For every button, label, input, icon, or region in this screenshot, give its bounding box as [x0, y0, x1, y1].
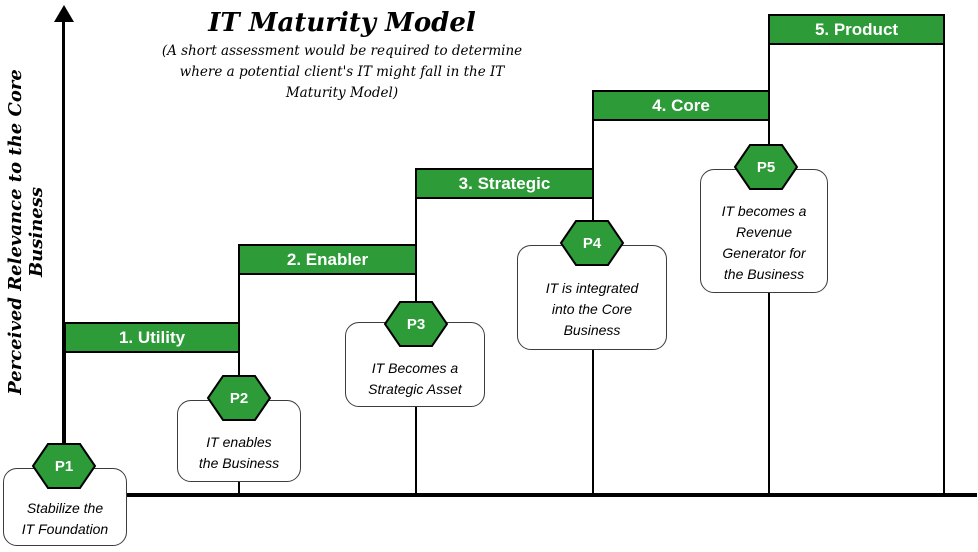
step-bar-strategic: 3. Strategic [417, 170, 592, 199]
badge-p3-label: P3 [406, 315, 426, 333]
step-bar-core: 4. Core [594, 92, 768, 121]
y-axis-label: Perceived Relevance to the Core Business [5, 69, 47, 395]
badge-p2-label: P2 [229, 389, 249, 407]
y-axis-arrowhead-icon [54, 5, 74, 22]
hexagon-icon [206, 375, 272, 421]
badge-p5: P5 [733, 143, 799, 191]
x-axis-baseline [62, 493, 977, 497]
hexagon-icon [31, 443, 97, 489]
step-bar-utility: 1. Utility [66, 324, 238, 353]
badge-p2: P2 [206, 374, 272, 422]
badge-p4-label: P4 [582, 234, 602, 252]
title-block: IT Maturity Model (A short assessment wo… [137, 8, 547, 104]
hexagon-icon [383, 301, 449, 347]
diagram-title: IT Maturity Model [208, 8, 476, 38]
badge-p5-label: P5 [756, 158, 776, 176]
step-bar-enabler: 2. Enabler [240, 246, 415, 275]
badge-p4: P4 [559, 219, 625, 267]
diagram-subtitle: (A short assessment would be required to… [161, 43, 523, 101]
badge-p1: P1 [31, 442, 97, 490]
step-bar-product: 5. Product [770, 16, 943, 45]
badge-p1-label: P1 [54, 457, 74, 475]
hexagon-icon [559, 220, 625, 266]
hexagon-icon [733, 144, 799, 190]
y-axis-line [62, 18, 65, 497]
badge-p3: P3 [383, 300, 449, 348]
